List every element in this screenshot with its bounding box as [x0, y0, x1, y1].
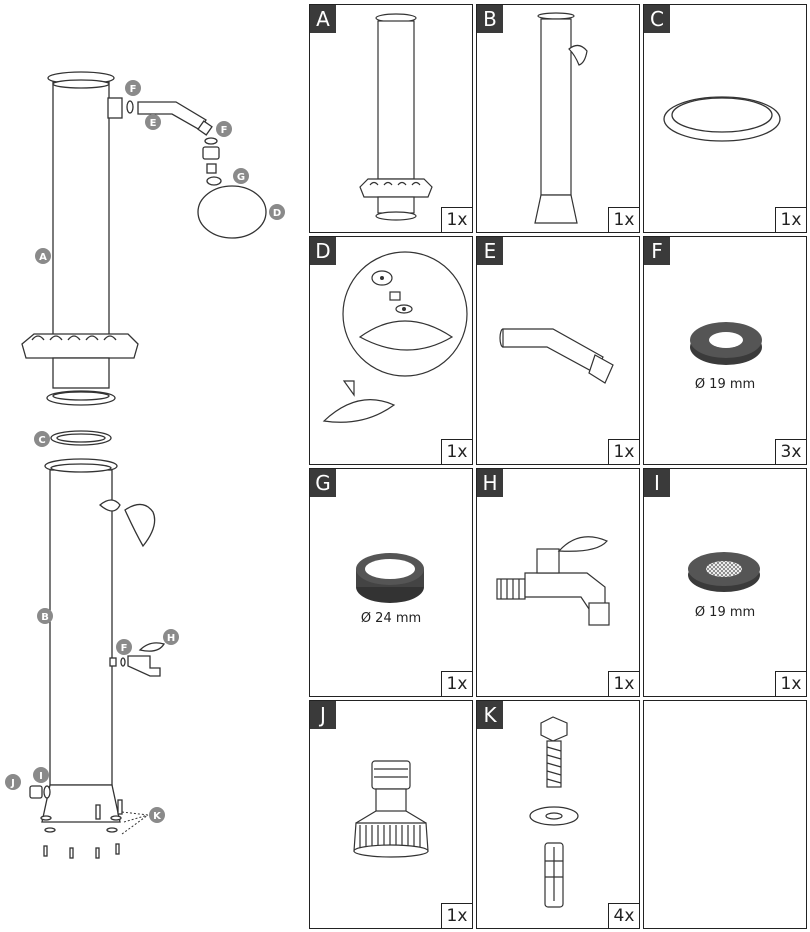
part-cell-h: H 1x: [476, 468, 640, 697]
part-cell-c: C 1x: [643, 4, 807, 233]
callout-f-top: F: [125, 80, 141, 96]
part-cell-empty: [643, 700, 807, 929]
part-size-label: Ø 24 mm: [360, 611, 422, 626]
part-quantity: 1x: [441, 207, 472, 232]
callout-a: A: [35, 248, 51, 264]
shower-arm-icon: [499, 328, 614, 384]
part-letter: J: [310, 701, 336, 729]
svg-text:I: I: [39, 771, 43, 782]
part-quantity: 1x: [608, 671, 639, 696]
callout-i: I: [33, 767, 49, 783]
part-cell-a: A 1x: [309, 4, 473, 233]
lower-column-part-b: [40, 458, 156, 833]
part-quantity: 1x: [441, 671, 472, 696]
anchor-bolt-icon: [529, 716, 579, 908]
part-cell-f: F Ø 19 mm 3x: [643, 236, 807, 465]
part-letter: E: [477, 237, 503, 265]
callout-f-low: F: [116, 639, 132, 655]
svg-text:A: A: [39, 252, 47, 263]
part-cell-g: G Ø 24 mm 1x: [309, 468, 473, 697]
svg-text:F: F: [130, 84, 137, 95]
callout-h: H: [163, 629, 179, 645]
hose-connector-icon: [353, 760, 429, 858]
part-size-label: Ø 19 mm: [694, 377, 756, 392]
callout-f-mid: F: [216, 121, 232, 137]
callout-c: C: [34, 431, 50, 447]
lower-column-icon: [534, 12, 588, 224]
part-letter: G: [310, 469, 336, 497]
svg-text:F: F: [221, 125, 228, 136]
part-letter: I: [644, 469, 670, 497]
part-quantity: 1x: [775, 671, 806, 696]
tap-h-assembly: [109, 642, 165, 677]
part-cell-j: J 1x: [309, 700, 473, 929]
part-quantity: 3x: [775, 439, 806, 464]
part-cell-k: K 4x: [476, 700, 640, 929]
part-letter: A: [310, 5, 336, 33]
part-quantity: 1x: [441, 903, 472, 928]
upper-column-icon: [359, 13, 433, 221]
tap-icon: [496, 536, 610, 626]
part-cell-e: E 1x: [476, 236, 640, 465]
gasket-ring-icon: [663, 96, 781, 142]
svg-text:B: B: [41, 612, 49, 623]
exploded-assembly-diagram: A F E F G D C B F H I J K: [5, 71, 285, 859]
part-letter: H: [477, 469, 503, 497]
part-quantity: 1x: [775, 207, 806, 232]
shower-arm-assembly: [126, 100, 267, 239]
shower-head-icon: [322, 251, 468, 423]
part-size-label: Ø 19 mm: [694, 605, 756, 620]
svg-text:H: H: [167, 633, 175, 644]
part-letter: D: [310, 237, 336, 265]
part-letter: K: [477, 701, 503, 729]
part-letter: C: [644, 5, 670, 33]
upper-column-part-a: [21, 71, 139, 406]
svg-text:E: E: [150, 118, 157, 129]
part-quantity: 1x: [608, 207, 639, 232]
part-quantity: 1x: [608, 439, 639, 464]
part-quantity: 1x: [441, 439, 472, 464]
svg-text:K: K: [153, 811, 162, 822]
part-quantity: 4x: [608, 903, 639, 928]
part-letter: F: [644, 237, 670, 265]
callout-k: K: [149, 807, 165, 823]
callout-j: J: [5, 774, 21, 790]
thick-washer-icon: [356, 553, 424, 603]
svg-text:D: D: [273, 208, 281, 219]
svg-text:G: G: [237, 172, 245, 183]
callout-e: E: [145, 114, 161, 130]
filter-washer-icon: [688, 552, 760, 592]
part-cell-i: I Ø 19 mm 1x: [643, 468, 807, 697]
parts-list-grid: A 1x B 1x C 1x: [309, 4, 808, 929]
svg-text:J: J: [10, 778, 15, 789]
part-letter: B: [477, 5, 503, 33]
washer-icon: [690, 322, 762, 365]
svg-text:C: C: [38, 435, 45, 446]
callout-g: G: [233, 168, 249, 184]
callout-d: D: [269, 204, 285, 220]
anchor-bolts-k: [43, 799, 123, 859]
svg-text:F: F: [121, 643, 128, 654]
part-cell-d: D 1x: [309, 236, 473, 465]
callout-markers: A F E F G D C B F H I J K: [5, 80, 285, 823]
callout-b: B: [37, 608, 53, 624]
part-cell-b: B 1x: [476, 4, 640, 233]
hose-connector-j-assembly: [29, 785, 51, 799]
